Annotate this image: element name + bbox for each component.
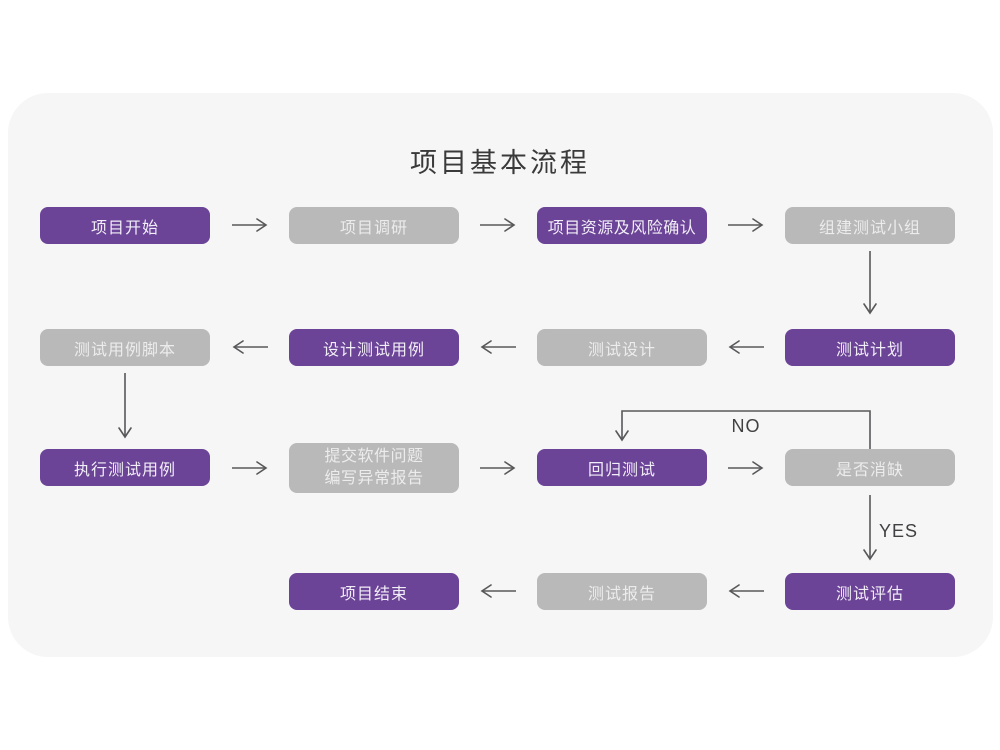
- node-project-start: 项目开始: [40, 207, 210, 244]
- no-branch-label: NO: [731, 416, 761, 436]
- node-regression-test: 回归测试: [537, 449, 707, 486]
- yes-branch-label: YES: [879, 521, 919, 541]
- node-defect-resolved: 是否消缺: [785, 449, 955, 486]
- node-submit-issues-line2: 编写异常报告: [324, 470, 424, 487]
- node-project-end: 项目结束: [289, 573, 459, 610]
- node-resource-risk-confirm: 项目资源及风险确认: [537, 207, 707, 244]
- node-test-report: 测试报告: [537, 573, 707, 610]
- diagram-title: 项目基本流程: [410, 148, 590, 178]
- node-design-test-cases: 设计测试用例: [289, 329, 459, 366]
- node-project-research: 项目调研: [289, 207, 459, 244]
- node-test-design: 测试设计: [537, 329, 707, 366]
- node-submit-issues-line1: 提交软件问题: [324, 448, 424, 465]
- node-test-evaluation: 测试评估: [785, 573, 955, 610]
- node-test-plan: 测试计划: [785, 329, 955, 366]
- node-execute-test-cases: 执行测试用例: [40, 449, 210, 486]
- node-submit-issues: 提交软件问题 编写异常报告: [289, 443, 459, 493]
- node-build-test-team: 组建测试小组: [785, 207, 955, 244]
- node-test-case-script: 测试用例脚本: [40, 329, 210, 366]
- flowchart-card: [8, 93, 993, 657]
